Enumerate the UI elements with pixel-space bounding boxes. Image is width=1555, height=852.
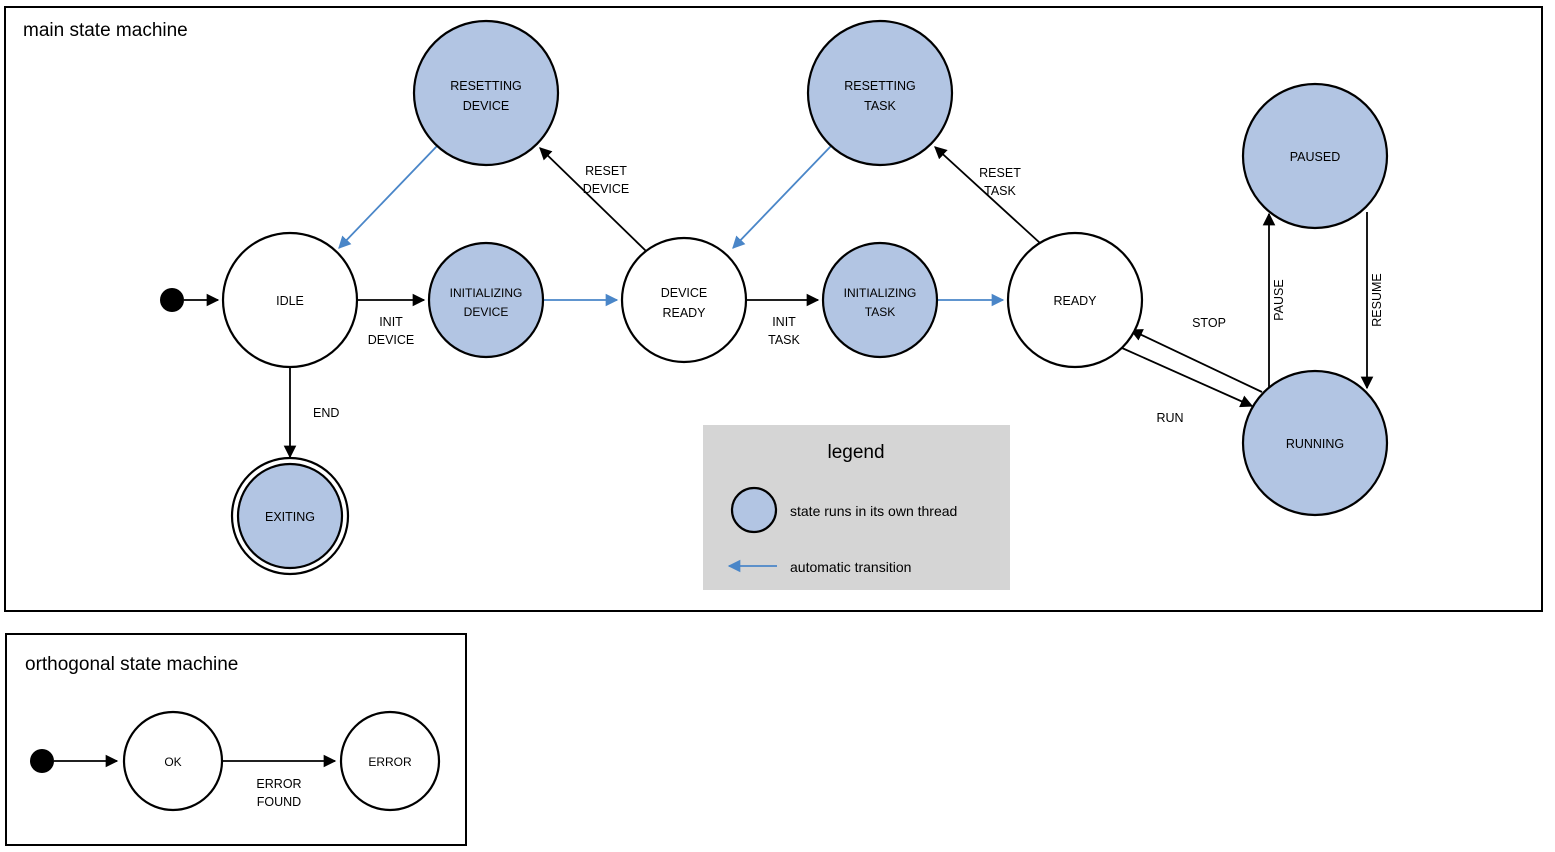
edge-label-stop: STOP — [1192, 316, 1226, 330]
legend-item-auto-transition-label: automatic transition — [790, 559, 911, 575]
state-label-resetting-device-line1: RESETTING — [450, 79, 522, 93]
edge-label-reset-device-line1: RESET — [585, 164, 627, 178]
state-label-ok: OK — [164, 755, 181, 769]
legend-title: legend — [827, 442, 884, 463]
initial-state-dot-main — [160, 288, 184, 312]
edge-label-reset-device-line2: DEVICE — [583, 182, 630, 196]
state-circle-initializing-task[interactable] — [821, 241, 939, 359]
edge-label-pause: PAUSE — [1272, 279, 1286, 320]
main-state-machine-title: main state machine — [23, 20, 188, 41]
state-node-initializing-task[interactable]: INITIALIZING TASK — [821, 241, 939, 359]
state-label-device-ready-line1: DEVICE — [661, 286, 708, 300]
state-label-initializing-device-line1: INITIALIZING — [450, 286, 523, 300]
edge-running-to-ready — [1129, 329, 1263, 393]
state-node-error[interactable]: ERROR — [339, 710, 441, 812]
state-label-resetting-task-line1: RESETTING — [844, 79, 916, 93]
state-node-device-ready[interactable]: DEVICE READY — [620, 236, 748, 364]
edge-label-resume: RESUME — [1370, 273, 1384, 326]
edge-label-run: RUN — [1156, 411, 1183, 425]
edge-label-init-device-line2: DEVICE — [368, 333, 415, 347]
state-label-exiting: EXITING — [265, 510, 315, 524]
state-node-resetting-device[interactable]: RESETTING DEVICE — [412, 19, 560, 167]
edge-ready-to-running — [1121, 347, 1254, 408]
legend-threaded-state-swatch — [730, 486, 778, 534]
state-label-initializing-task-line2: TASK — [865, 305, 895, 319]
state-circle-ok[interactable] — [122, 710, 224, 812]
orthogonal-state-machine-frame — [5, 633, 467, 846]
state-circle-ready[interactable] — [1006, 231, 1144, 369]
edge-resetting-device-to-idle — [338, 145, 438, 249]
main-state-machine-frame — [4, 6, 1543, 612]
edge-label-reset-task-line2: TASK — [984, 184, 1016, 198]
state-label-error: ERROR — [368, 755, 412, 769]
edge-label-init-device-line1: INIT — [379, 315, 403, 329]
state-circle-device-ready[interactable] — [620, 236, 748, 364]
state-circle-idle[interactable] — [221, 231, 359, 369]
state-circle-paused[interactable] — [1241, 82, 1389, 230]
state-node-paused[interactable]: PAUSED — [1241, 82, 1389, 230]
state-label-resetting-task-line2: TASK — [864, 99, 896, 113]
state-label-initializing-task-line1: INITIALIZING — [844, 286, 917, 300]
state-circle-initializing-device[interactable] — [427, 241, 545, 359]
state-circle-error[interactable] — [339, 710, 441, 812]
edge-ready-to-resetting-task — [934, 146, 1041, 244]
state-circle-running[interactable] — [1241, 369, 1389, 517]
legend-item-threaded-state-label: state runs in its own thread — [790, 503, 957, 519]
state-node-resetting-task[interactable]: RESETTING TASK — [806, 19, 954, 167]
state-label-initializing-device-line2: DEVICE — [464, 305, 509, 319]
state-label-resetting-device-line2: DEVICE — [463, 99, 510, 113]
edge-label-init-task-line1: INIT — [772, 315, 796, 329]
initial-state-dot-orthogonal — [30, 749, 54, 773]
legend-panel: legend state runs in its own thread auto… — [703, 425, 1010, 590]
state-label-ready: READY — [1053, 294, 1097, 308]
state-node-running[interactable]: RUNNING — [1241, 369, 1389, 517]
state-label-device-ready-line2: READY — [662, 306, 706, 320]
state-circle-resetting-device[interactable] — [412, 19, 560, 167]
state-circle-exiting[interactable] — [236, 462, 344, 570]
edge-label-error-found-line2: FOUND — [257, 795, 301, 809]
edge-label-end: END — [313, 406, 339, 420]
state-node-ok[interactable]: OK — [122, 710, 224, 812]
state-label-idle: IDLE — [276, 294, 304, 308]
edge-label-init-task-line2: TASK — [768, 333, 800, 347]
edge-resetting-task-to-device-ready — [732, 145, 832, 249]
state-label-paused: PAUSED — [1290, 150, 1340, 164]
state-node-ready[interactable]: READY — [1006, 231, 1144, 369]
edge-label-error-found-line1: ERROR — [256, 777, 301, 791]
orthogonal-state-machine-title: orthogonal state machine — [25, 654, 238, 675]
state-circle-resetting-task[interactable] — [806, 19, 954, 167]
edge-label-reset-task-line1: RESET — [979, 166, 1021, 180]
edge-device-ready-to-resetting-device — [539, 147, 647, 252]
state-label-running: RUNNING — [1286, 437, 1344, 451]
state-node-exiting[interactable]: EXITING — [230, 456, 350, 576]
state-node-initializing-device[interactable]: INITIALIZING DEVICE — [427, 241, 545, 359]
state-node-idle[interactable]: IDLE — [221, 231, 359, 369]
